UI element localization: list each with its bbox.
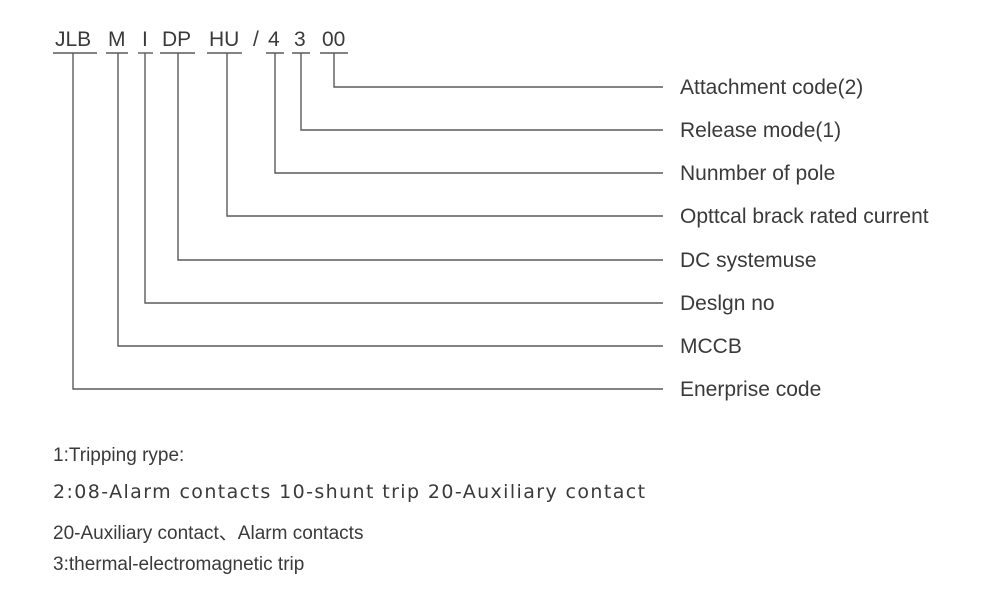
leader-line-number-of-pole [274, 53, 663, 174]
code-segment-m: M [108, 28, 126, 51]
note-tripping-type: 1:Tripping rype: [53, 445, 185, 466]
label-number-of-pole: Nunmber of pole [680, 162, 835, 185]
label-attachment-code: Attachment code(2) [680, 76, 863, 99]
leader-line-dc-system-use [177, 53, 663, 261]
label-mccb: MCCB [680, 335, 742, 358]
note-auxiliary-alarm: 20-Auxiliary contact、Alarm contacts [53, 523, 364, 544]
designation-diagram: JLB M I DP HU / 4 3 00 [53, 28, 929, 401]
leader-line-attachment-code [333, 53, 663, 88]
code-segment-dp: DP [162, 28, 191, 51]
label-dc-system-use: DC systemuse [680, 249, 817, 272]
code-segment-jlb: JLB [55, 28, 91, 51]
label-enterprise-code: Enerprise code [680, 378, 821, 401]
label-design-no: Deslgn no [680, 292, 775, 315]
code-segment-four: 4 [268, 28, 280, 51]
label-release-mode: Release mode(1) [680, 119, 841, 142]
note-attachment-codes: 2:08-Alarm contacts 10-shunt trip 20-Aux… [53, 481, 647, 503]
leader-line-enterprise-code [72, 53, 663, 390]
code-segment-hu: HU [209, 28, 239, 51]
code-segment-i: I [142, 28, 148, 51]
leader-line-mccb [117, 53, 663, 347]
leader-line-design-no [144, 53, 663, 304]
leader-line-rated-current [226, 53, 663, 217]
leader-line-release-mode [300, 53, 663, 131]
note-thermal-trip: 3:thermal-electromagnetic trip [53, 554, 305, 575]
code-segment-slash: / [253, 28, 259, 51]
code-segment-zerozero: 00 [322, 28, 345, 51]
label-rated-current: Opttcal brack rated current [680, 205, 929, 228]
code-segment-three: 3 [294, 28, 306, 51]
